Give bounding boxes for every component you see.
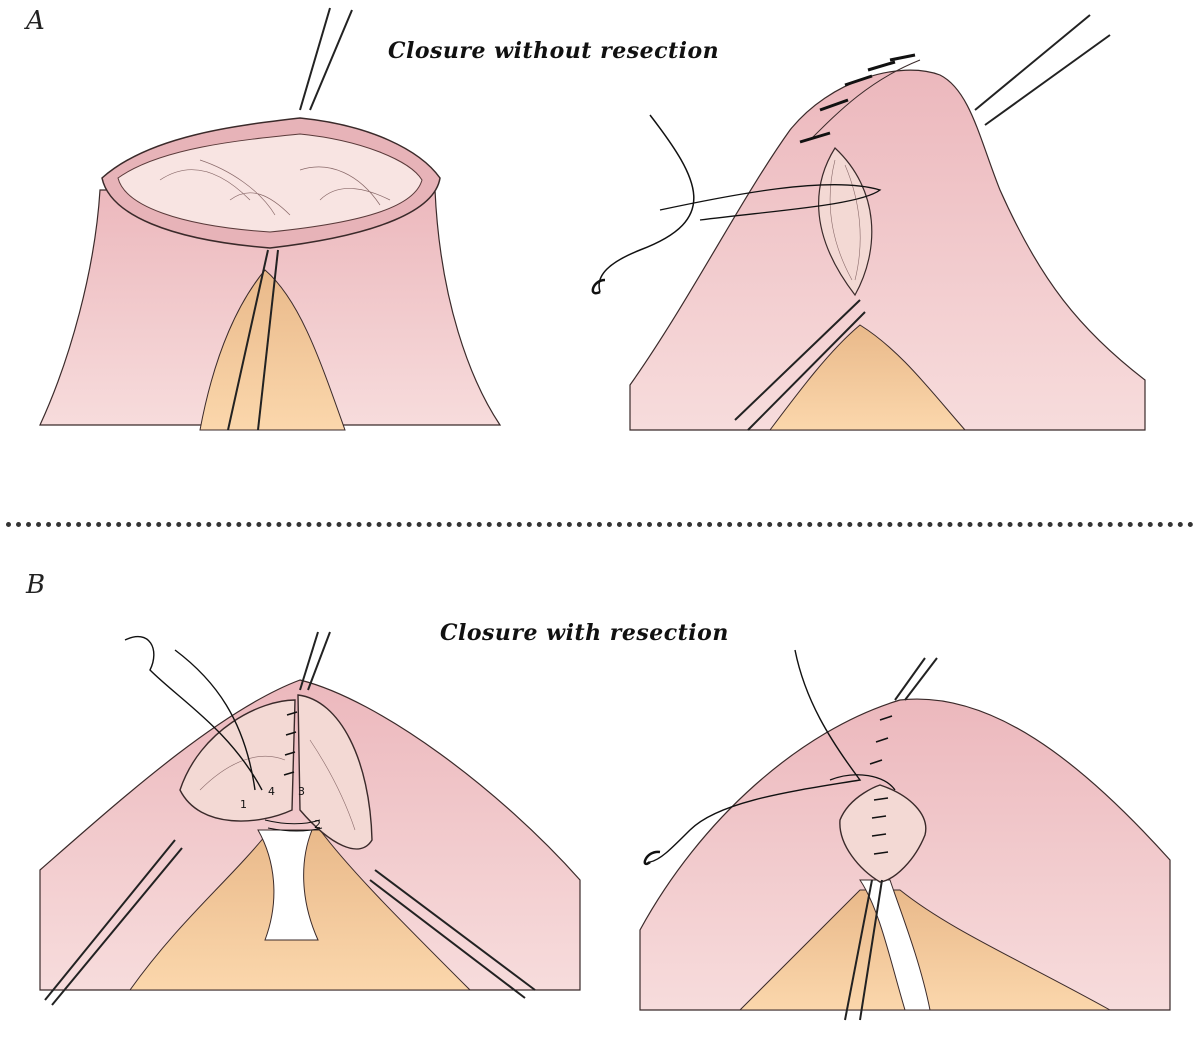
fat-tissue <box>738 889 1112 1011</box>
forceps-left <box>44 839 176 1001</box>
forceps-top <box>894 657 926 701</box>
opening <box>257 829 319 941</box>
panel-b-label: B <box>26 570 46 600</box>
forceps-top <box>299 631 319 691</box>
bowel-lumen <box>117 133 423 233</box>
suture-number-1: 1 <box>240 798 247 811</box>
suture-number-4: 4 <box>268 785 275 798</box>
forceps-bottom <box>844 879 873 1021</box>
panel-b-left-figure: 1 4 3 2 <box>39 631 581 1006</box>
knot-marks <box>799 53 916 144</box>
panel-b-right-figure <box>639 649 1171 1021</box>
suture-line <box>809 59 921 141</box>
suture-thread <box>598 114 695 293</box>
forceps-bottom <box>227 249 269 431</box>
forceps-top <box>299 7 331 111</box>
suture-number-3: 3 <box>298 785 305 798</box>
knot-marks <box>869 715 893 855</box>
knot-marks <box>283 711 298 776</box>
right-lobe <box>297 694 373 850</box>
panel-a-label: A <box>26 6 45 36</box>
left-lobe <box>179 699 296 822</box>
forceps-right <box>374 869 536 991</box>
panel-a-left-figure <box>39 7 502 431</box>
panel-divider <box>6 522 1194 527</box>
suture-number-2: 2 <box>314 818 321 831</box>
fat-tissue <box>768 324 967 431</box>
panel-b-title: Closure with resection <box>440 620 729 646</box>
forceps-top <box>974 14 1091 111</box>
suture-thread <box>124 635 263 791</box>
panel-a-title: Closure without resection <box>388 38 720 64</box>
closed-defect <box>839 784 927 883</box>
forceps-bottom <box>734 299 861 421</box>
suture-thread <box>649 649 862 863</box>
panel-a-right-figure <box>591 14 1146 431</box>
